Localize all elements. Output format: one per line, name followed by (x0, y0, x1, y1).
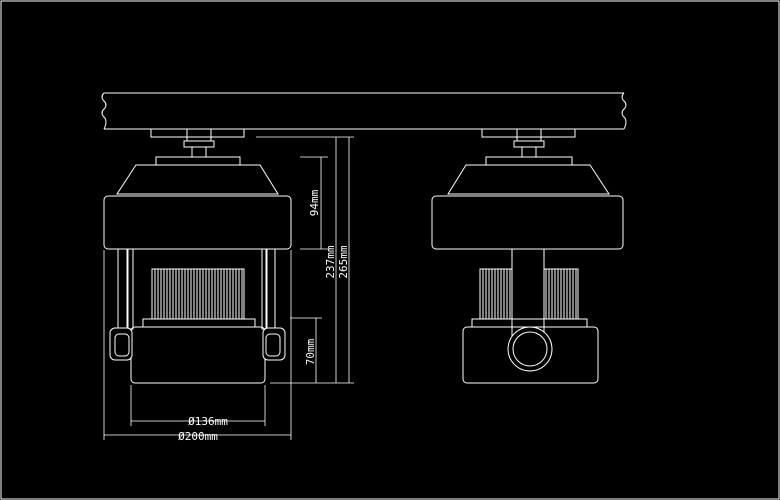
dim-diameter-200: Ø200mm (178, 430, 218, 443)
ceiling-track (101, 92, 627, 130)
dim-height-94: 94mm (308, 189, 321, 216)
dimension-lines (103, 136, 354, 440)
dim-height-265: 265mm (337, 245, 350, 278)
left-fixture (103, 128, 292, 384)
right-fixture (431, 128, 624, 384)
dim-diameter-136: Ø136mm (188, 415, 228, 428)
dim-height-70: 70mm (304, 338, 317, 365)
dim-height-237: 237mm (324, 245, 337, 278)
